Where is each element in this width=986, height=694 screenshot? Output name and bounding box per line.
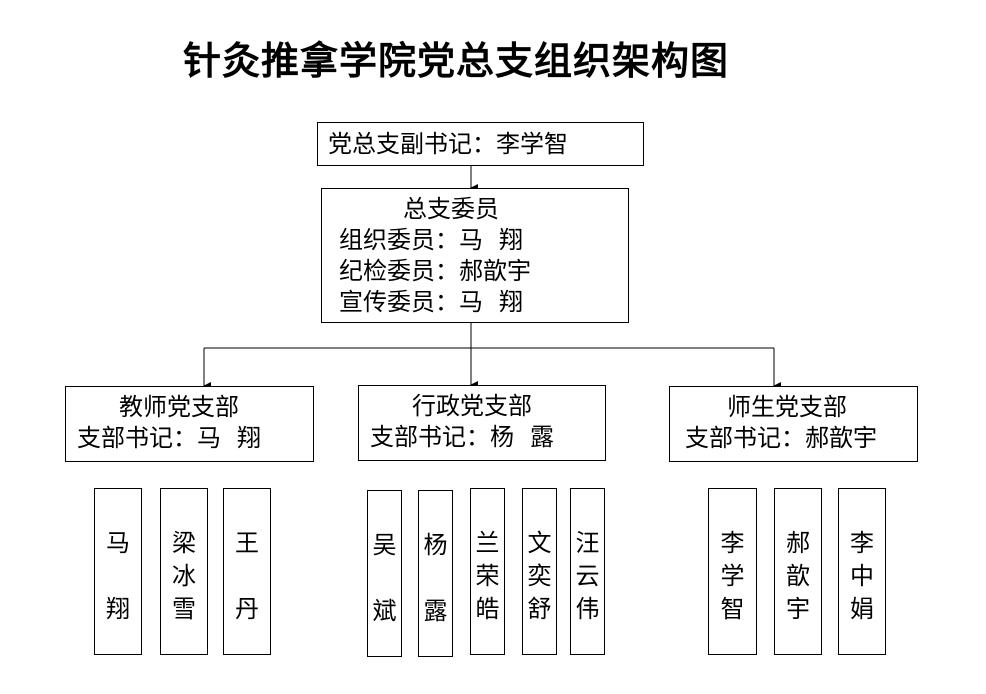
branch-secretary-role: 支部书记：: [370, 423, 490, 451]
member-box: 杨 露: [418, 490, 453, 657]
committee-role: 宣传委员：: [339, 288, 459, 316]
committee-role: 纪检委员：: [339, 257, 459, 285]
member-box: 郝 歆 宇: [774, 488, 822, 655]
branch-name: 行政党支部: [412, 392, 532, 420]
committee-name-char: 翔: [499, 226, 523, 254]
committee-member-organization: 组织委员：马翔: [339, 225, 628, 256]
member-name: 郝 歆 宇: [786, 529, 810, 623]
branch-name: 师生党支部: [727, 393, 847, 421]
branch-box-teacher: 教师党支部 支部书记：马翔: [65, 386, 314, 462]
branch-secretary-line: 支部书记：郝歆宇: [685, 423, 917, 454]
member-box: 汪 云 伟: [570, 488, 605, 655]
branch-secretary-char: 杨: [490, 423, 514, 451]
member-box: 梁 冰 雪: [160, 488, 208, 655]
branch-secretary-char: 翔: [237, 424, 261, 452]
member-box: 马 翔: [94, 488, 142, 655]
member-name: 王 丹: [235, 529, 259, 623]
branch-secretary-line: 支部书记：马翔: [77, 423, 313, 454]
branch-secretary-name: 郝歆宇: [805, 424, 877, 452]
committee-name-char: 马: [459, 288, 483, 316]
committee-heading: 总支委员: [403, 195, 499, 223]
committee-member-publicity: 宣传委员：马翔: [339, 287, 628, 318]
deputy-secretary-name: 李学智: [496, 130, 568, 158]
deputy-secretary-box: 党总支副书记：李学智: [317, 122, 644, 166]
member-box: 王 丹: [223, 488, 271, 655]
committee-box: 总支委员 组织委员：马翔 纪检委员：郝歆宇 宣传委员：马翔: [321, 188, 629, 323]
member-name: 李 中 娟: [850, 529, 874, 623]
branch-box-admin: 行政党支部 支部书记：杨露: [358, 385, 606, 461]
branch-secretary-role: 支部书记：: [685, 424, 805, 452]
member-name: 李 学 智: [720, 529, 745, 623]
deputy-secretary-role: 党总支副书记：: [328, 130, 496, 158]
branch-secretary-char: 马: [197, 424, 221, 452]
member-box: 兰 荣 皓: [470, 488, 505, 655]
member-box: 吴 斌: [367, 490, 402, 657]
branch-secretary-line: 支部书记：杨露: [370, 422, 605, 453]
member-name: 梁 冰 雪: [172, 529, 196, 623]
member-name: 杨 露: [423, 531, 448, 625]
deputy-secretary-line: 党总支副书记：李学智: [328, 129, 643, 160]
branch-box-student: 师生党支部 支部书记：郝歆宇: [669, 386, 918, 462]
member-box: 李 中 娟: [838, 488, 886, 655]
committee-member-discipline: 纪检委员：郝歆宇: [339, 256, 628, 287]
member-box: 李 学 智: [708, 488, 757, 655]
member-name: 兰 荣 皓: [475, 529, 500, 623]
committee-name-char: 翔: [499, 288, 523, 316]
member-box: 文 奕 舒: [522, 488, 557, 655]
branch-secretary-char: 露: [530, 423, 554, 451]
page-title: 针灸推拿学院党总支组织架构图: [183, 39, 730, 83]
committee-name: 郝歆宇: [459, 257, 531, 285]
member-name: 吴 斌: [372, 531, 397, 625]
member-name: 文 奕 舒: [527, 529, 552, 623]
branch-name: 教师党支部: [119, 393, 239, 421]
branch-secretary-role: 支部书记：: [77, 424, 197, 452]
committee-name-char: 马: [459, 226, 483, 254]
member-name: 马 翔: [106, 529, 130, 623]
committee-role: 组织委员：: [339, 226, 459, 254]
member-name: 汪 云 伟: [575, 529, 600, 623]
